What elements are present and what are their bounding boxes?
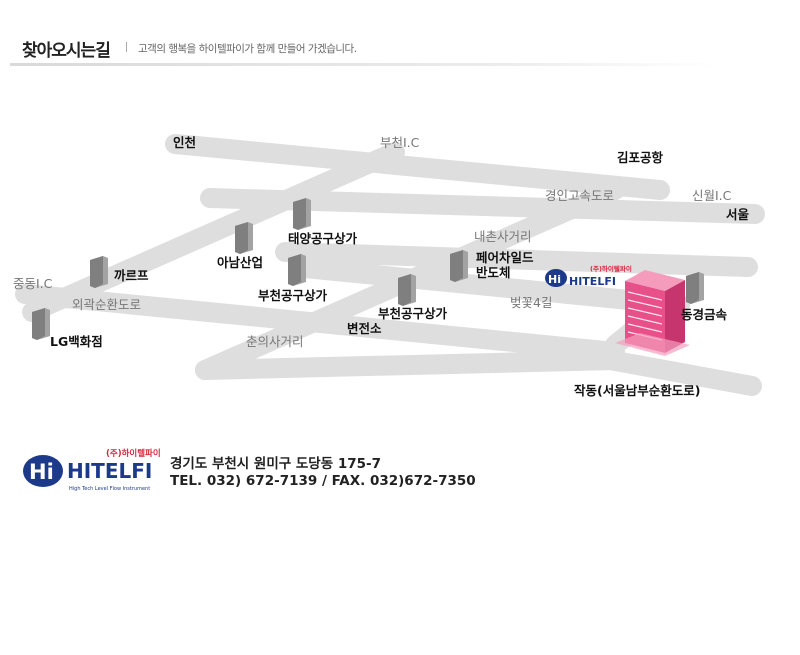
label-anam-industry: 아남산업 xyxy=(217,255,263,270)
label-naechon-crossroad: 내촌사거리 xyxy=(474,229,532,244)
building-carrefour xyxy=(90,256,108,288)
label-bucheon-ic: 부천I.C xyxy=(380,135,420,150)
building-dongkyung xyxy=(686,272,704,304)
label-bucheon-tool-shop-2: 부천공구상가 xyxy=(378,306,448,321)
building-bucheon-tool-1 xyxy=(288,254,306,286)
label-outer-ring-road: 외곽순환도로 xyxy=(72,297,141,312)
company-address: 경기도 부천시 원미구 도당동 175-7 xyxy=(170,456,382,472)
road-beotkkot xyxy=(295,258,690,315)
header-divider xyxy=(10,63,720,66)
page-header: 찾아오시는길 고객의 행복을 하이텔파이가 함께 만들어 가겠습니다. xyxy=(0,0,800,66)
building-fairchild xyxy=(450,250,468,282)
company-logo: Hi (주)하이텔파이 HITELFI High Tech Level Flow… xyxy=(23,448,161,492)
label-seoul: 서울 xyxy=(726,207,750,222)
label-beotkkot-4gil: 벚꽃4길 xyxy=(510,295,552,310)
logo-hi: Hi xyxy=(29,460,54,484)
road-incheon-gimpo xyxy=(165,134,670,200)
map-logo-brand: HITELFI xyxy=(569,275,616,288)
road-naechon xyxy=(275,242,758,277)
page-title: 찾아오시는길 xyxy=(22,41,111,61)
building-bucheon-tool-2 xyxy=(398,274,416,306)
map-logo-hi: Hi xyxy=(548,273,561,286)
label-gyeongin-expressway: 경인고속도로 xyxy=(545,188,614,203)
building-taeyang xyxy=(293,198,311,230)
label-jungdong-ic: 중동I.C xyxy=(13,276,53,291)
building-anam xyxy=(235,222,253,254)
map-logo: Hi (주)하이텔파이 HITELFI xyxy=(545,264,632,288)
label-incheon: 인천 xyxy=(173,135,196,150)
title-separator xyxy=(126,42,127,52)
label-taeyang-tool-shop: 태양공구상가 xyxy=(288,231,358,246)
hitelfi-building xyxy=(615,270,690,356)
building-lg xyxy=(32,308,50,340)
label-fairchild-2: 반도체 xyxy=(476,265,511,280)
page-subtitle: 고객의 행복을 하이텔파이가 함께 만들어 가겠습니다. xyxy=(138,43,357,55)
logo-brand: HITELFI xyxy=(67,459,152,483)
label-dongkyung-metal: 동경금속 xyxy=(681,307,728,322)
label-substation: 변전소 xyxy=(347,321,382,336)
logo-badge xyxy=(23,455,63,487)
label-bucheon-tool-shop-1: 부천공구상가 xyxy=(258,288,328,303)
label-jakdong-road: 작동(서울남부순환도로) xyxy=(574,383,700,398)
label-fairchild-1: 페어차일드 xyxy=(476,250,534,265)
road-jakdong xyxy=(600,350,762,396)
road-jakdong-link xyxy=(195,350,625,380)
company-info: Hi (주)하이텔파이 HITELFI High Tech Level Flow… xyxy=(22,443,522,503)
label-gimpo-airport: 김포공항 xyxy=(617,150,664,165)
label-chunui-crossroad: 춘의사거리 xyxy=(246,334,304,349)
label-lg-department-store: LG백화점 xyxy=(50,334,103,349)
label-sinwol-ic: 신월I.C xyxy=(692,188,732,203)
logo-korean: (주)하이텔파이 xyxy=(106,448,161,459)
buildings xyxy=(32,198,704,340)
label-carrefour: 까르프 xyxy=(114,268,149,283)
map-logo-badge xyxy=(545,269,567,287)
map-logo-korean: (주)하이텔파이 xyxy=(590,264,632,273)
company-contact: TEL. 032) 672-7139 / FAX. 032)672-7350 xyxy=(170,473,476,489)
logo-tagline: High Tech Level Flow Instrument xyxy=(69,486,150,492)
location-map: Hi (주)하이텔파이 HITELFI 부천I.C 경인고속도로 신월I.C 내… xyxy=(13,134,765,398)
